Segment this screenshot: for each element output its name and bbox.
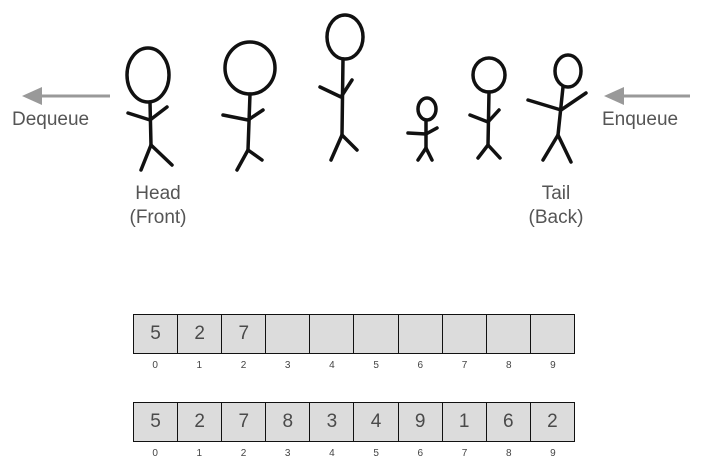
array-cell: 7	[221, 402, 267, 442]
array-cell: 1	[441, 402, 487, 442]
array-cell	[353, 314, 399, 354]
array-partial: 5 2 7	[133, 314, 575, 356]
array-full: 5 2 7 8 3 4 9 1 6 2	[133, 402, 575, 444]
dequeue-label: Dequeue	[12, 109, 90, 130]
stick-figure-2	[221, 40, 277, 172]
array-full-indices: 0 1 2 3 4 5 6 7 8 9	[133, 448, 575, 459]
stick-figure-6	[526, 53, 588, 164]
enqueue-arrow	[604, 87, 690, 105]
stick-figure-4	[406, 96, 439, 162]
array-cell	[529, 314, 575, 354]
array-cell: 8	[265, 402, 311, 442]
array-index: 2	[240, 360, 247, 371]
array-cell: 2	[177, 402, 223, 442]
array-cell: 5	[133, 402, 179, 442]
array-partial-indices: 0 1 2 3 4 5 6 7 8 9	[133, 360, 575, 371]
array-cell: 9	[397, 402, 443, 442]
array-index: 1	[196, 448, 203, 459]
array-cell: 7	[221, 314, 267, 354]
array-index: 6	[417, 360, 424, 371]
array-cell: 3	[309, 402, 355, 442]
stick-figure-1	[125, 46, 174, 172]
stick-figure-3	[318, 13, 365, 162]
array-cell	[265, 314, 311, 354]
array-index: 9	[550, 448, 556, 459]
array-cell: 5	[133, 314, 179, 354]
head-label: Head (Front)	[118, 182, 198, 230]
array-index: 6	[417, 448, 424, 459]
array-index: 0	[152, 448, 158, 459]
dequeue-arrow	[22, 87, 110, 105]
array-index: 3	[284, 448, 291, 459]
array-index: 2	[240, 448, 247, 459]
array-index: 5	[373, 360, 379, 371]
array-cell	[397, 314, 443, 354]
array-cell: 6	[485, 402, 531, 442]
tail-label: Tail (Back)	[516, 182, 596, 230]
array-cell: 4	[353, 402, 399, 442]
array-cell	[441, 314, 487, 354]
array-index: 0	[152, 360, 158, 371]
array-cell: 2	[529, 402, 575, 442]
tail-label-line1: Tail	[541, 183, 571, 204]
array-index: 7	[461, 448, 468, 459]
array-index: 5	[373, 448, 379, 459]
array-index: 4	[329, 448, 335, 459]
array-index: 4	[329, 360, 335, 371]
array-cell: 2	[177, 314, 223, 354]
array-index: 3	[284, 360, 291, 371]
array-index: 9	[550, 360, 556, 371]
array-index: 8	[505, 360, 512, 371]
array-cell	[309, 314, 355, 354]
array-index: 8	[505, 448, 512, 459]
enqueue-label: Enqueue	[602, 109, 679, 130]
array-index: 7	[461, 360, 468, 371]
head-label-line2: (Front)	[129, 207, 187, 228]
array-cell	[485, 314, 531, 354]
stick-figure-5	[468, 56, 507, 160]
tail-label-line2: (Back)	[528, 207, 584, 228]
array-index: 1	[196, 360, 203, 371]
head-label-line1: Head	[135, 183, 181, 204]
